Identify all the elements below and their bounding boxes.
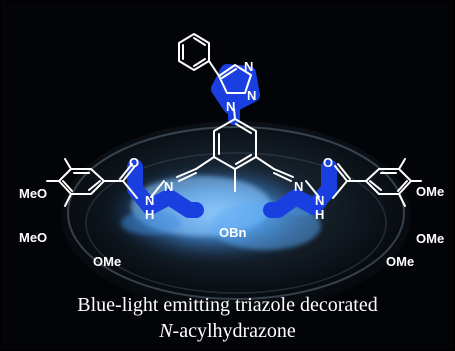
ome-right-1-label: OMe xyxy=(416,184,444,199)
triazole-n3-label: N xyxy=(244,59,253,74)
bonds xyxy=(46,33,422,207)
triazole-n1-label: N xyxy=(226,99,235,114)
ome-right-3-label: OMe xyxy=(386,254,414,269)
hydrazone-nh-left-label: N xyxy=(145,193,154,208)
caption-italic-n: N xyxy=(159,320,173,342)
hydrazone-h-right-label: H xyxy=(315,207,324,222)
carbonyl-o-left-label: O xyxy=(129,155,139,170)
carbonyl-o-right-label: O xyxy=(323,155,333,170)
caption-line-1: Blue-light emitting triazole decorated xyxy=(77,294,378,316)
ome-left-3-label: OMe xyxy=(93,254,121,269)
hydrazone-h-left-label: H xyxy=(145,207,154,222)
atom-labels: N N N O N H N O N H N OBn MeO MeO OMe OM… xyxy=(19,59,444,269)
caption-line-2: N-acylhydrazone xyxy=(1,319,454,343)
ome-right-2-label: OMe xyxy=(416,231,444,246)
meo-left-1-label: MeO xyxy=(19,186,47,201)
meo-left-2-label: MeO xyxy=(19,230,47,245)
hydrazone-nh-right-label: N xyxy=(315,193,324,208)
hydrazone-n-right-label: N xyxy=(294,179,303,194)
hydrazone-n-left-label: N xyxy=(164,179,173,194)
caption-line-2-rest: -acylhydrazone xyxy=(172,320,296,342)
triazole-n2-label: N xyxy=(247,88,256,103)
highlight-regions xyxy=(127,64,337,218)
benzyloxy-label: OBn xyxy=(219,225,247,240)
